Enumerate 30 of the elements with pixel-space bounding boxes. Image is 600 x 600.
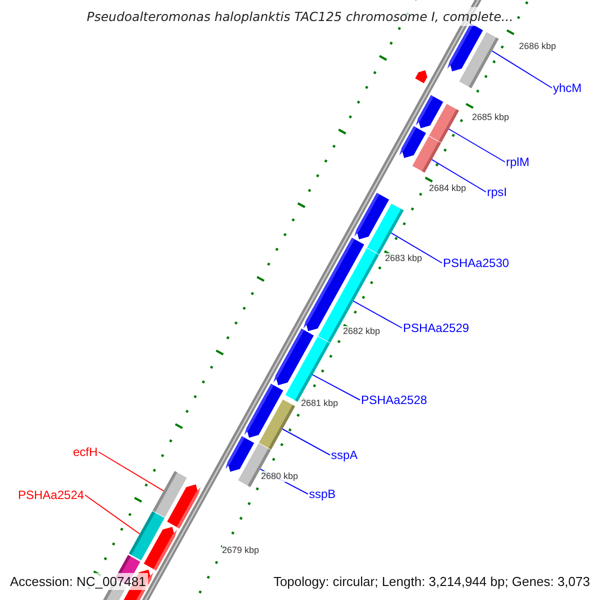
accession-text: Accession: NC_007481 (8, 573, 148, 590)
position-label: 2686 kbp (519, 41, 556, 52)
leader-line (98, 452, 164, 492)
leader-line (390, 232, 442, 264)
gene-label: ecfH (73, 445, 98, 459)
position-label: 2685 kbp (472, 112, 510, 123)
gene-label: rpsI (487, 185, 508, 199)
gene-label: PSHAa2530 (443, 256, 510, 270)
leader-line (84, 494, 140, 534)
position-label: 2683 kbp (385, 253, 422, 264)
gene-label: rplM (506, 155, 530, 169)
leader-line (352, 300, 402, 328)
gene-label: sspB (309, 487, 336, 501)
position-label: 2684 kbp (429, 183, 466, 194)
gene-bar (412, 136, 442, 173)
gene-bar (367, 204, 404, 254)
leader-line (448, 128, 506, 162)
position-label: 2679 kbp (222, 545, 260, 556)
leader-line (282, 428, 330, 456)
leader-line (312, 374, 360, 400)
gene-label: PSHAa2528 (361, 393, 428, 407)
gene-label: sspA (331, 448, 358, 462)
position-label: 2681 kbp (301, 398, 338, 409)
position-label: 2680 kbp (261, 471, 298, 482)
gene-label: PSHAa2524 (18, 488, 84, 502)
leader-line (431, 159, 486, 192)
position-label: 2682 kbp (343, 326, 380, 337)
gene-label: yhcM (553, 81, 582, 95)
leader-line (492, 50, 552, 88)
gene-label: PSHAa2529 (403, 321, 470, 335)
